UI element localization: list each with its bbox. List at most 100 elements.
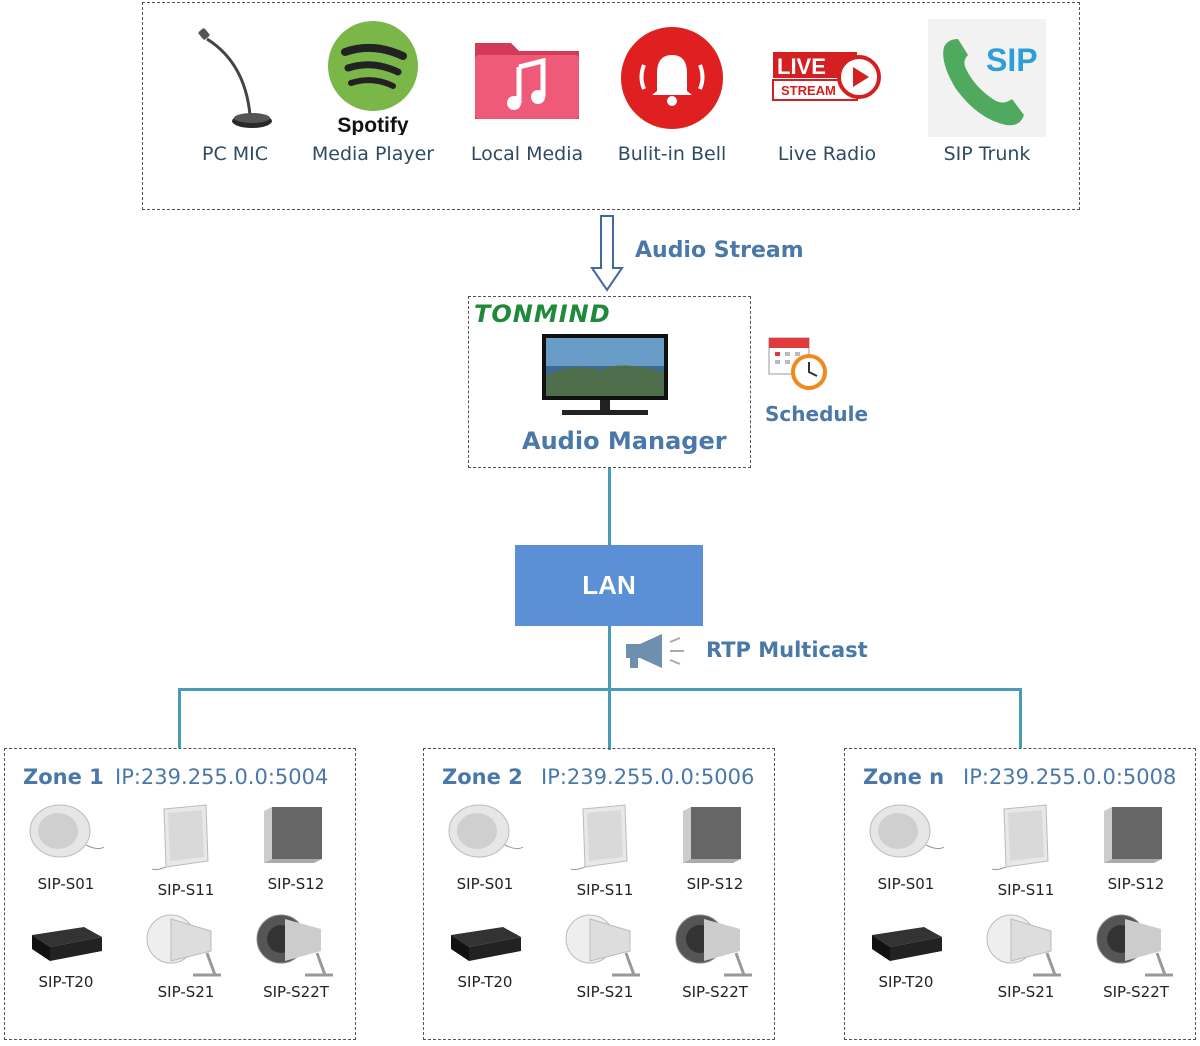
horn-speaker-grey-icon	[660, 909, 770, 979]
audio-stream-arrow-icon	[590, 215, 624, 292]
stream-badge-text: STREAM	[781, 83, 836, 98]
device-sip-t20: SIP-T20	[430, 909, 540, 991]
source-media-player: Spotify Media Player	[298, 20, 448, 165]
device-label: SIP-S12	[686, 875, 744, 893]
zone1-drop-connector	[178, 688, 181, 748]
device-label: SIP-S01	[37, 875, 95, 893]
box-speaker-icon	[1081, 801, 1191, 871]
device-label: SIP-T20	[457, 973, 513, 991]
device-label: SIP-S21	[576, 983, 634, 1001]
source-label: SIP Trunk	[943, 143, 1031, 165]
device-label: SIP-S11	[997, 881, 1055, 899]
horn-speaker-icon	[550, 909, 660, 979]
device-sip-s21: SIP-S21	[131, 909, 241, 1001]
ceiling-speaker-icon	[430, 801, 540, 871]
bell-icon	[597, 20, 747, 135]
live-stream-icon: LIVE STREAM	[752, 20, 902, 135]
source-label: Local Media	[470, 143, 584, 165]
device-label: SIP-S22T	[682, 983, 748, 1001]
device-label: SIP-T20	[38, 973, 94, 991]
zone-title: Zone 1	[23, 765, 104, 789]
device-sip-t20: SIP-T20	[11, 909, 121, 991]
device-sip-s22t: SIP-S22T	[1081, 909, 1191, 1001]
horn-speaker-icon	[971, 909, 1081, 979]
source-builtin-bell: Bulit-in Bell	[597, 20, 747, 165]
ceiling-speaker-icon	[11, 801, 121, 871]
spotify-logo: Spotify	[298, 20, 448, 135]
horn-speaker-grey-icon	[241, 909, 351, 979]
audio-sources-box	[142, 2, 1080, 210]
amplifier-icon	[430, 909, 540, 969]
device-sip-s11: SIP-S11	[131, 801, 241, 899]
device-label: SIP-S12	[1107, 875, 1165, 893]
device-sip-s11: SIP-S11	[550, 801, 660, 899]
microphone-icon	[160, 20, 310, 135]
device-label: SIP-T20	[878, 973, 934, 991]
device-sip-s22t: SIP-S22T	[241, 909, 351, 1001]
rtp-multicast-label: RTP Multicast	[706, 638, 868, 662]
zone-title: Zone 2	[442, 765, 523, 789]
device-sip-s01: SIP-S01	[11, 801, 121, 893]
audio-manager-label: Audio Manager	[522, 427, 727, 455]
device-label: SIP-S22T	[1103, 983, 1169, 1001]
source-label: Bulit-in Bell	[617, 143, 727, 165]
zonen-drop-connector	[1019, 688, 1022, 748]
lan-box: LAN	[515, 545, 703, 626]
device-label: SIP-S11	[157, 881, 215, 899]
wall-speaker-icon	[550, 801, 660, 877]
device-sip-s01: SIP-S01	[851, 801, 961, 893]
audio-stream-label: Audio Stream	[635, 238, 804, 263]
spotify-wordmark: Spotify	[337, 114, 408, 135]
device-sip-t20: SIP-T20	[851, 909, 961, 991]
am-lan-connector	[608, 468, 611, 545]
device-sip-s01: SIP-S01	[430, 801, 540, 893]
megaphone-icon	[626, 634, 684, 668]
sip-badge-text: SIP	[986, 42, 1038, 78]
device-sip-s21: SIP-S21	[971, 909, 1081, 1001]
box-speaker-icon	[660, 801, 770, 871]
source-label: Media Player	[311, 143, 435, 165]
device-sip-s12: SIP-S12	[241, 801, 351, 893]
monitor-icon	[542, 334, 668, 415]
schedule-label: Schedule	[765, 402, 869, 426]
zone-bus-connector	[178, 688, 1022, 691]
device-label: SIP-S12	[267, 875, 325, 893]
source-label: Live Radio	[777, 143, 877, 165]
source-local-media: Local Media	[452, 20, 602, 165]
zone-ip: IP:239.255.0.0:5006	[541, 765, 755, 789]
device-label: SIP-S01	[456, 875, 514, 893]
ceiling-speaker-icon	[851, 801, 961, 871]
device-label: SIP-S01	[877, 875, 935, 893]
device-label: SIP-S11	[576, 881, 634, 899]
device-label: SIP-S21	[997, 983, 1055, 1001]
source-pc-mic: PC MIC	[160, 20, 310, 165]
source-live-radio: LIVE STREAM Live Radio	[752, 20, 902, 165]
lan-label: LAN	[582, 570, 636, 600]
device-label: SIP-S21	[157, 983, 215, 1001]
schedule-icon	[768, 337, 827, 390]
source-sip-trunk: SIP SIP Trunk	[912, 18, 1062, 165]
device-label: SIP-S22T	[263, 983, 329, 1001]
wall-speaker-icon	[131, 801, 241, 877]
audio-manager-box	[468, 296, 751, 468]
horn-speaker-icon	[131, 909, 241, 979]
tonmind-logo: TONMIND	[474, 300, 611, 328]
zone-title: Zone n	[863, 765, 945, 789]
horn-speaker-grey-icon	[1081, 909, 1191, 979]
device-sip-s11: SIP-S11	[971, 801, 1081, 899]
sip-phone-icon: SIP	[912, 18, 1062, 137]
device-sip-s21: SIP-S21	[550, 909, 660, 1001]
live-badge-text: LIVE	[777, 54, 826, 79]
zone-ip: IP:239.255.0.0:5004	[115, 765, 329, 789]
box-speaker-icon	[241, 801, 351, 871]
amplifier-icon	[851, 909, 961, 969]
music-folder-icon	[452, 20, 602, 135]
source-label: PC MIC	[201, 143, 269, 165]
device-sip-s12: SIP-S12	[660, 801, 770, 893]
zone-ip: IP:239.255.0.0:5008	[963, 765, 1177, 789]
device-sip-s12: SIP-S12	[1081, 801, 1191, 893]
device-sip-s22t: SIP-S22T	[660, 909, 770, 1001]
